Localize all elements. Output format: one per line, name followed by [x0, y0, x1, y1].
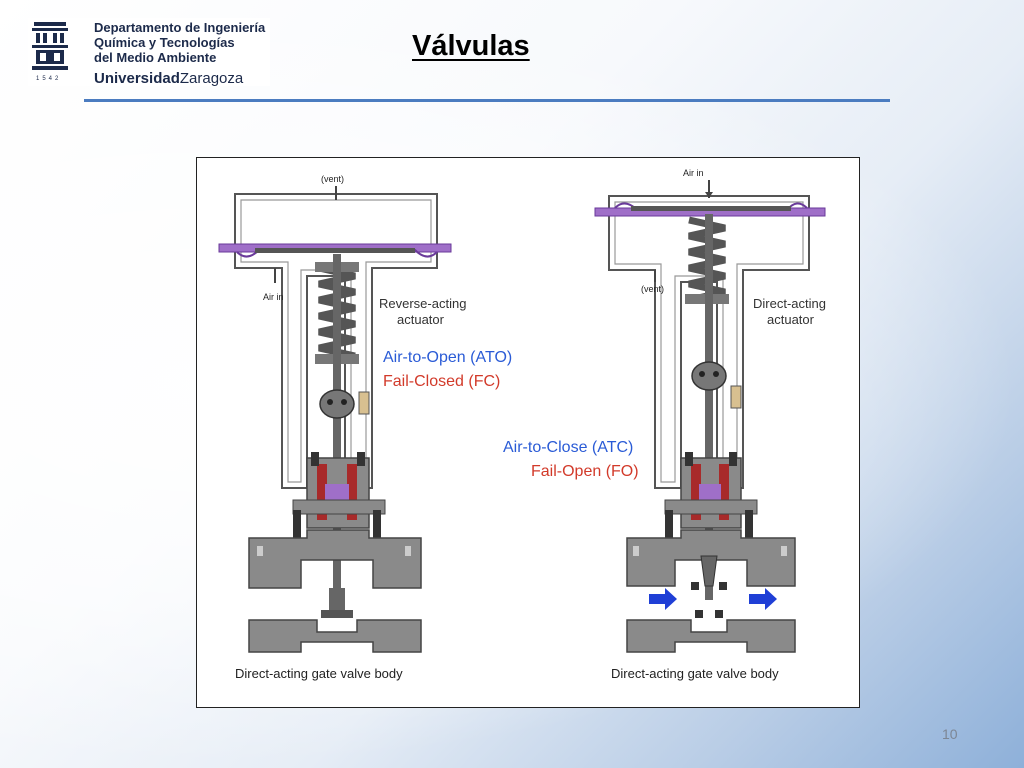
slide-title: Válvulas	[412, 30, 530, 62]
university-name: UniversidadZaragoza	[94, 70, 265, 87]
page-number: 10	[942, 726, 958, 742]
left-body-label: Direct-acting gate valve body	[235, 666, 403, 681]
right-body-label: Direct-acting gate valve body	[611, 666, 779, 681]
right-mode-label: Air-to-Close (ATC)	[503, 439, 633, 456]
department-line-1: Departamento de Ingeniería	[94, 20, 266, 35]
left-actuator-label-1: Reverse-acting	[379, 296, 466, 311]
left-air-in-label: Air in	[263, 292, 284, 302]
left-mode-label: Air-to-Open (ATO)	[383, 349, 512, 366]
valve-diagram: (vent) Air in Reverse-acting actuator Ai…	[218, 168, 826, 681]
left-fail-label: Fail-Closed (FC)	[383, 373, 500, 390]
university-name-city: Zaragoza	[179, 70, 244, 87]
right-valve-body-lower	[626, 619, 796, 653]
left-vent-label: (vent)	[321, 174, 344, 184]
founding-year: 1542	[36, 76, 62, 82]
right-air-in-label: Air in	[683, 168, 704, 178]
flow-arrow-out-icon	[749, 588, 777, 610]
department-line-2: Química y Tecnologías	[94, 35, 235, 50]
right-valve: Air in (vent) Direct-acting actuator Air…	[503, 168, 826, 681]
flow-arrow-in-icon	[649, 588, 677, 610]
right-vent-label: (vent)	[641, 284, 664, 294]
valve-diagram-figure: (vent) Air in Reverse-acting actuator Ai…	[196, 157, 860, 708]
right-fail-label: Fail-Open (FO)	[531, 463, 639, 480]
right-stem	[705, 214, 713, 600]
university-crest-icon	[32, 22, 68, 70]
left-valve-body-lower	[248, 619, 422, 653]
university-logo: 1542 Departamento de Ingeniería Química …	[28, 18, 270, 87]
title-underline-rule	[84, 99, 890, 102]
department-line-3: del Medio Ambiente	[94, 50, 217, 65]
university-name-bold: Universidad	[94, 70, 180, 87]
right-actuator-label-2: actuator	[767, 312, 815, 327]
left-valve-body-upper	[248, 529, 422, 589]
left-valve: (vent) Air in Reverse-acting actuator Ai…	[218, 174, 512, 681]
logo-text: Departamento de Ingeniería Química y Tec…	[94, 20, 265, 87]
left-stem	[333, 254, 341, 614]
right-actuator-label-1: Direct-acting	[753, 296, 826, 311]
left-actuator-label-2: actuator	[397, 312, 445, 327]
